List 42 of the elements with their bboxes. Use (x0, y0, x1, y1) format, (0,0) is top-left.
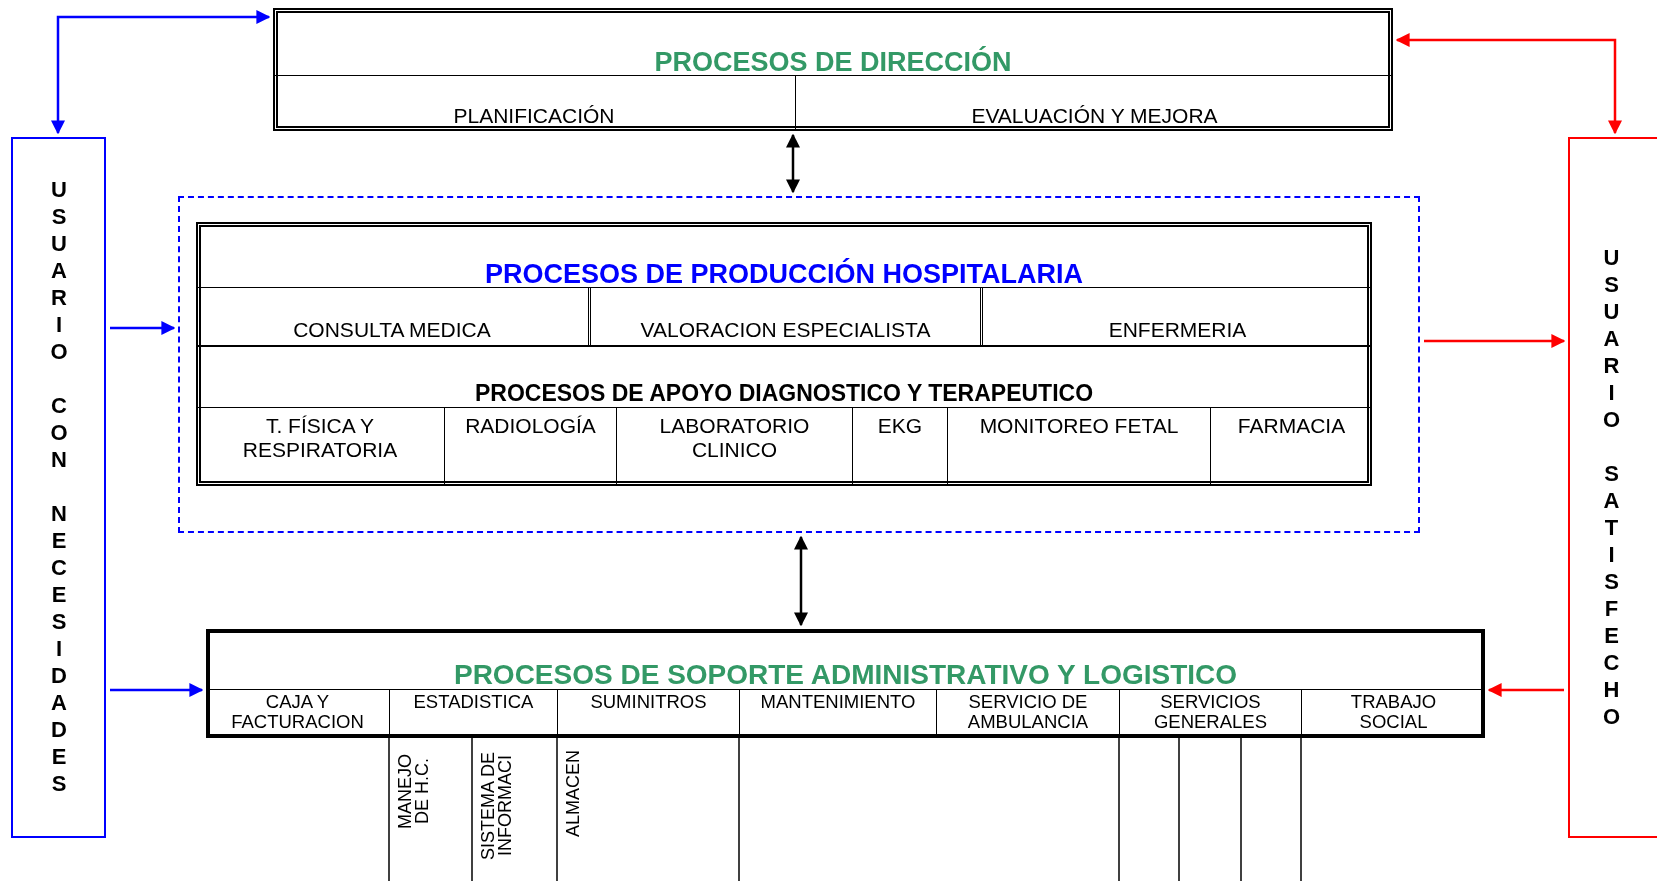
table-cell: T. FÍSICA Y RESPIRATORIA (196, 407, 444, 486)
table-cell: EKG (852, 407, 947, 486)
vertical-label: USUARIO SATISFECHO (1600, 244, 1622, 731)
table-cell: VALORACION ESPECIALISTA (588, 287, 980, 345)
user-box (1568, 137, 1657, 838)
section-title: PROCESOS DE PRODUCCIÓN HOSPITALARIA (483, 257, 1085, 288)
user-box (11, 137, 106, 838)
section-title: PROCESOS DE APOYO DIAGNOSTICO Y TERAPEUTICO (473, 379, 1095, 405)
table-cell: SERVICIO DE AMBULANCIA (936, 689, 1119, 738)
table-cell: MONITOREO FETAL (947, 407, 1210, 486)
column-label: MANEJO DE H.C. (397, 750, 432, 832)
arrow (51, 10, 271, 135)
table-cell: SUMINITROS (557, 689, 739, 738)
table-cell: CAJA Y FACTURACION (206, 689, 389, 738)
dashed-group-box (178, 196, 1420, 533)
arrow (110, 683, 204, 697)
table-cell: MANTENIMIENTO (739, 689, 936, 738)
column-label: SISTEMA DE INFORMACI (480, 750, 515, 862)
arrow (1424, 334, 1566, 348)
arrow (1395, 33, 1622, 135)
arrow (786, 133, 800, 194)
process-box (196, 345, 1372, 486)
arrow (794, 535, 808, 627)
table-cell: FARMACIA (1210, 407, 1372, 486)
table-cell: ENFERMERIA (980, 287, 1372, 345)
table-cell: ESTADISTICA (389, 689, 557, 738)
column-label: ALMACEN (565, 750, 583, 838)
section-title: PROCESOS DE SOPORTE ADMINISTRATIVO Y LOGISTICO (452, 658, 1239, 689)
section-title: PROCESOS DE DIRECCIÓN (653, 45, 1013, 76)
table-cell: EVALUACIÓN Y MEJORA (795, 75, 1393, 131)
arrow (110, 321, 176, 335)
table-cell: SERVICIOS GENERALES (1119, 689, 1301, 738)
arrow (1487, 683, 1564, 697)
table-cell: CONSULTA MEDICA (196, 287, 588, 345)
process-box (196, 222, 1372, 486)
vertical-label: USUARIO CON NECESIDADES (47, 177, 70, 798)
table-cell: TRABAJO SOCIAL (1301, 689, 1485, 738)
table-cell: PLANIFICACIÓN (273, 75, 795, 131)
table-cell: LABORATORIO CLINICO (616, 407, 852, 486)
process-box (273, 8, 1393, 131)
process-box (206, 629, 1485, 738)
table-cell: RADIOLOGÍA (444, 407, 616, 486)
